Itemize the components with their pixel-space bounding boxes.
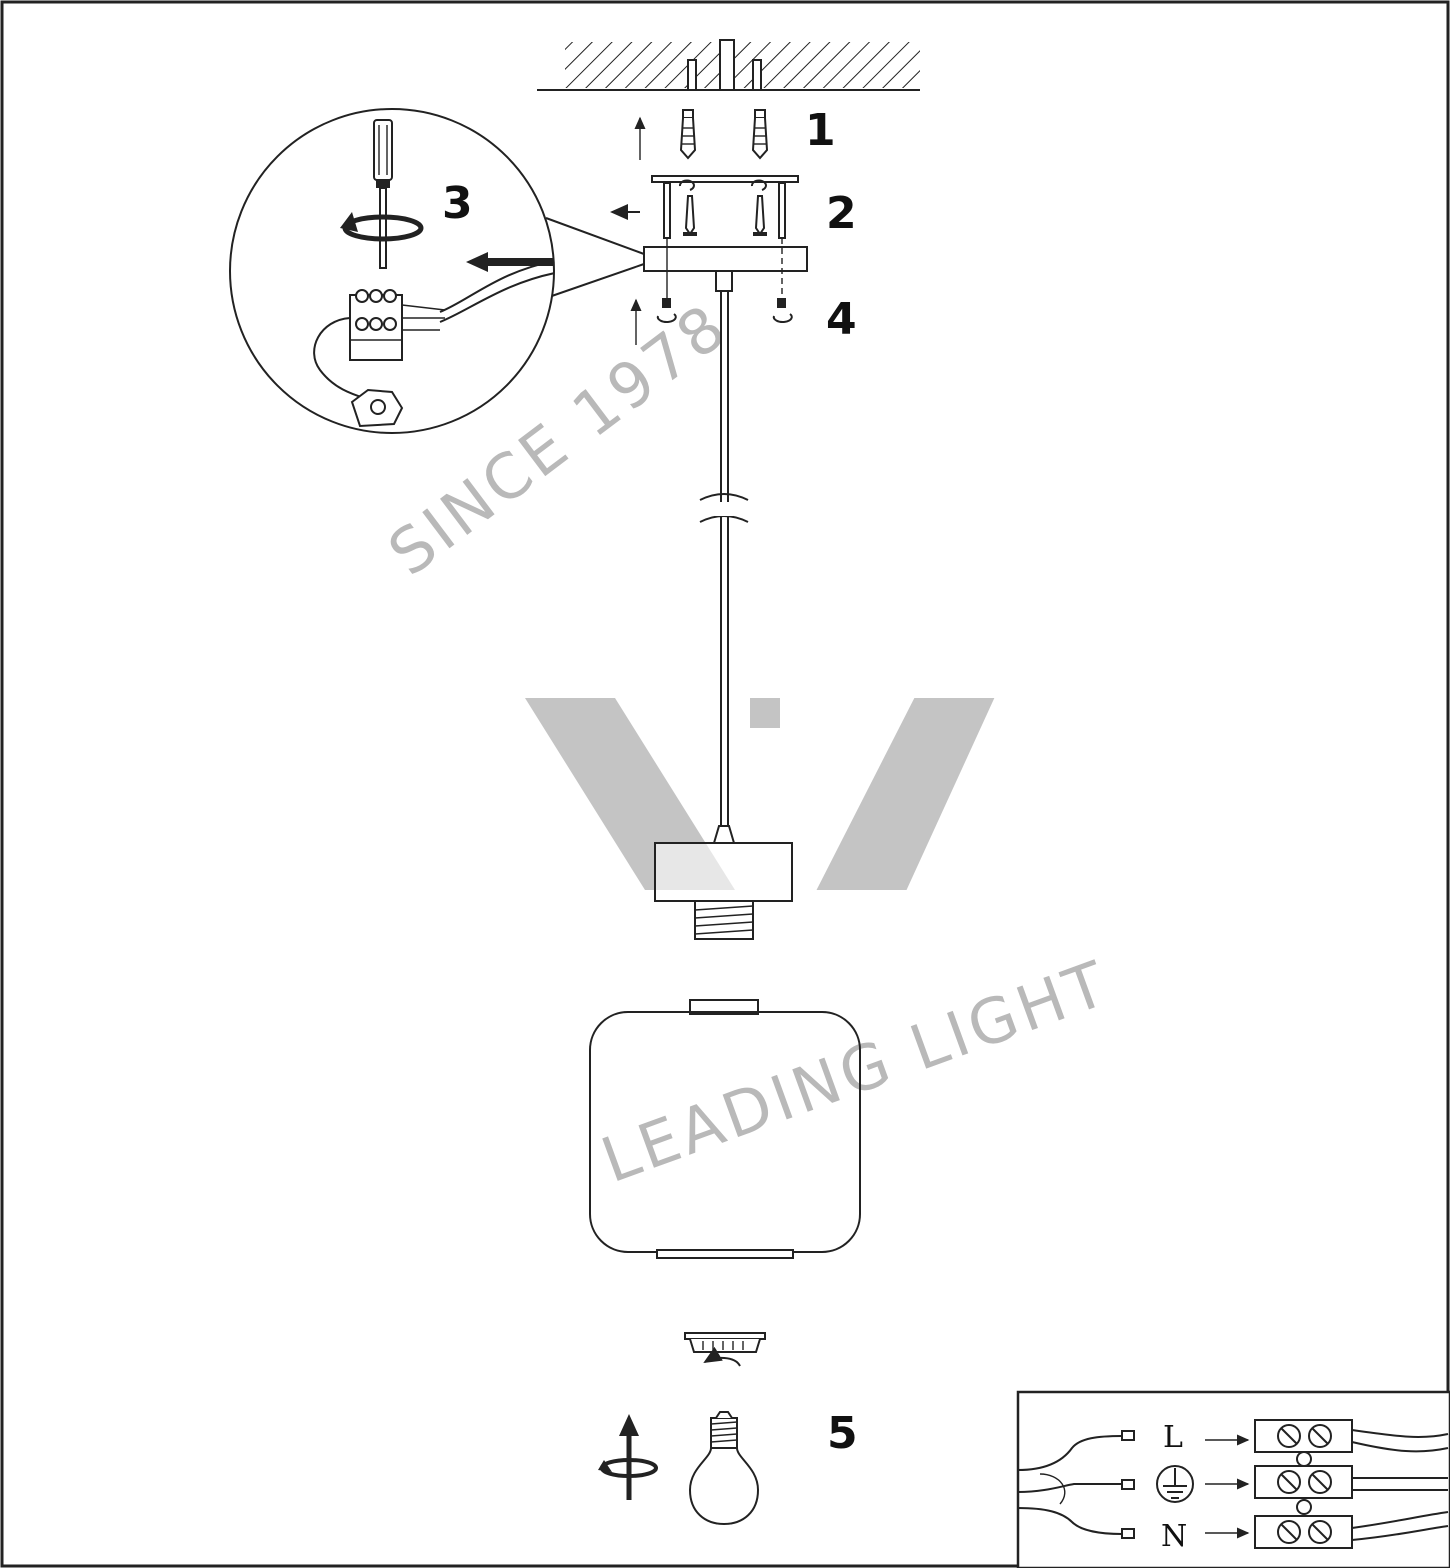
hex-nut-icon bbox=[350, 388, 404, 428]
canopy bbox=[643, 238, 808, 298]
bulb-install bbox=[598, 1411, 760, 1526]
wiring-diagram: L N bbox=[1016, 1390, 1450, 1568]
detail-callout bbox=[229, 108, 645, 434]
up-arrow-rotate-icon bbox=[598, 1414, 658, 1500]
watermark: SINCE 1978 LEADING LIGHT bbox=[375, 289, 1119, 1198]
step-3-number: 3 bbox=[442, 178, 473, 229]
rotate-arrow-icon bbox=[340, 212, 424, 242]
neutral-label: N bbox=[1161, 1519, 1187, 1554]
watermark-leading-light: LEADING LIGHT bbox=[592, 946, 1118, 1197]
light-bulb-icon bbox=[688, 1411, 760, 1526]
step-4-number: 4 bbox=[826, 294, 857, 345]
screw-icon bbox=[663, 179, 786, 239]
mounting-plate bbox=[610, 175, 799, 239]
suspension-cable bbox=[699, 291, 749, 825]
shade-ring-icon bbox=[684, 1332, 766, 1367]
step-5-number: 5 bbox=[827, 1408, 858, 1459]
glass-shade bbox=[589, 999, 861, 1259]
step-1-number: 1 bbox=[805, 105, 836, 156]
lamp-holder bbox=[654, 825, 793, 940]
terminal-block-icon bbox=[313, 259, 554, 401]
wall-plug-icon bbox=[634, 109, 769, 160]
screwdriver-icon bbox=[373, 119, 393, 269]
live-label: L bbox=[1163, 1420, 1183, 1455]
ground-symbol-icon bbox=[1156, 1465, 1194, 1503]
canopy-nut-icon bbox=[630, 298, 793, 345]
ceiling bbox=[537, 39, 920, 91]
terminal-connector-icon bbox=[1254, 1419, 1353, 1549]
step-2-number: 2 bbox=[826, 188, 857, 239]
